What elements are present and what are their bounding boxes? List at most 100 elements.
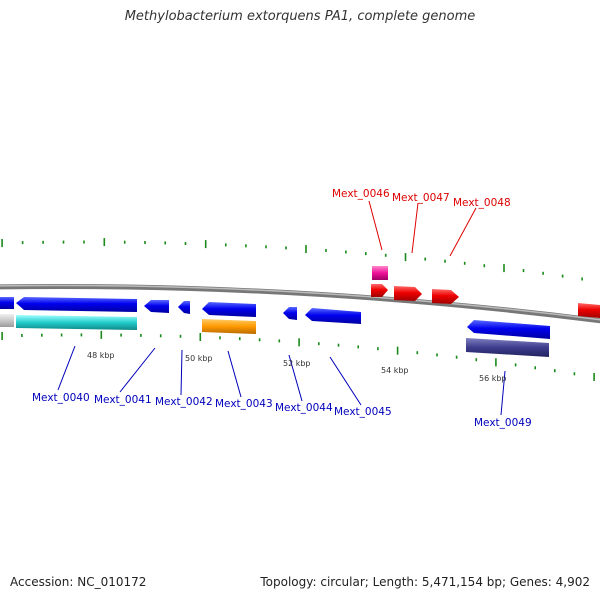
minor-tick bbox=[534, 366, 536, 370]
category-box-mext-0043 bbox=[202, 319, 256, 334]
leader-line-mext-0041 bbox=[119, 347, 156, 393]
scale-labels: 48 kbp 50 kbp 52 kbp 54 kbp 56 kbp bbox=[87, 351, 507, 383]
minor-tick bbox=[258, 338, 261, 342]
leader-line-mext-0047 bbox=[411, 202, 419, 254]
tick-marks-outer bbox=[1, 238, 583, 281]
category-box-mext-0040 bbox=[16, 315, 137, 330]
major-tick bbox=[103, 238, 106, 247]
minor-tick bbox=[573, 372, 576, 376]
minor-tick bbox=[337, 343, 340, 347]
gene-label-mext-0047[interactable]: Mext_0047 bbox=[392, 192, 450, 204]
minor-tick bbox=[581, 277, 583, 281]
major-tick bbox=[305, 245, 307, 254]
minor-tick bbox=[345, 250, 347, 254]
map-title: Methylobacterium extorquens PA1, complet… bbox=[124, 9, 476, 24]
minor-tick bbox=[365, 252, 367, 256]
minor-tick bbox=[41, 333, 43, 337]
tick-marks-inner bbox=[1, 330, 595, 381]
gene-arrow-mext-0047[interactable] bbox=[394, 286, 422, 301]
minor-tick bbox=[265, 245, 267, 249]
minor-tick bbox=[225, 243, 227, 247]
minor-tick bbox=[554, 369, 556, 373]
reverse-strand-genes bbox=[0, 297, 550, 339]
forward-strand-genes bbox=[371, 284, 600, 318]
minor-tick bbox=[455, 355, 458, 359]
leader-line-mext-0043 bbox=[227, 350, 242, 398]
minor-tick bbox=[463, 261, 466, 265]
minor-tick bbox=[144, 241, 146, 244]
leader-line-mext-0049 bbox=[500, 370, 506, 416]
minor-tick bbox=[377, 347, 379, 351]
minor-tick bbox=[542, 271, 544, 275]
gene-arrow-mext-0043[interactable] bbox=[202, 302, 256, 317]
gene-label-mext-0046[interactable]: Mext_0046 bbox=[332, 188, 390, 200]
category-box bbox=[0, 314, 14, 327]
major-tick bbox=[593, 373, 595, 381]
minor-tick bbox=[21, 241, 24, 245]
major-tick bbox=[204, 240, 207, 249]
minor-tick bbox=[384, 253, 387, 257]
major-tick bbox=[298, 338, 300, 347]
minor-tick bbox=[278, 339, 281, 343]
genome-backbone-highlight bbox=[0, 284, 600, 321]
minor-tick bbox=[357, 345, 359, 349]
leader-line-mext-0048 bbox=[449, 207, 477, 257]
gene-label-mext-0041[interactable]: Mext_0041 bbox=[94, 394, 152, 406]
major-tick bbox=[1, 332, 3, 340]
major-tick bbox=[495, 358, 497, 367]
minor-tick bbox=[561, 274, 564, 278]
major-tick bbox=[100, 330, 103, 339]
gene-arrow-mext-0041[interactable] bbox=[144, 300, 169, 313]
gene-label-mext-0049[interactable]: Mext_0049 bbox=[474, 417, 532, 429]
gene-label-mext-0042[interactable]: Mext_0042 bbox=[155, 396, 213, 408]
gene-arrow-mext-0045[interactable] bbox=[305, 308, 361, 324]
leader-line-mext-0042 bbox=[180, 349, 183, 396]
scale-label-48-kbp: 48 kbp bbox=[87, 351, 115, 360]
gene-label-mext-0043[interactable]: Mext_0043 bbox=[215, 398, 273, 410]
gene-arrow-mext-0046[interactable] bbox=[371, 284, 388, 297]
minor-tick bbox=[120, 333, 122, 337]
major-tick bbox=[404, 253, 407, 262]
scale-label-56-kbp: 56 kbp bbox=[479, 374, 507, 383]
minor-tick bbox=[424, 257, 426, 261]
scale-label-54-kbp: 54 kbp bbox=[381, 366, 409, 375]
minor-tick bbox=[514, 363, 517, 367]
leader-line-mext-0046 bbox=[368, 200, 383, 251]
leader-line-mext-0045 bbox=[329, 356, 362, 406]
minor-tick bbox=[60, 333, 63, 337]
genome-backbone bbox=[0, 283, 600, 324]
gene-label-mext-0048[interactable]: Mext_0048 bbox=[453, 197, 511, 209]
minor-tick bbox=[483, 264, 486, 268]
major-tick bbox=[199, 333, 202, 341]
accession-text: Accession: NC_010172 bbox=[10, 575, 147, 589]
gene-label-mext-0040[interactable]: Mext_0040 bbox=[32, 392, 90, 404]
minor-tick bbox=[318, 342, 320, 346]
minor-tick bbox=[21, 334, 23, 337]
category-boxes bbox=[0, 266, 549, 357]
major-tick bbox=[396, 346, 399, 355]
minor-tick bbox=[285, 246, 287, 250]
gene-arrow-mext-0042[interactable] bbox=[178, 301, 190, 314]
gene-label-mext-0045[interactable]: Mext_0045 bbox=[334, 406, 392, 418]
minor-tick bbox=[62, 240, 65, 244]
gene-arrow-mext-0048[interactable] bbox=[432, 289, 459, 304]
gene-arrow-mext-0040[interactable] bbox=[16, 297, 137, 312]
leader-line-mext-0040 bbox=[57, 345, 76, 391]
gene-arrow[interactable] bbox=[578, 303, 600, 318]
gene-arrow-mext-0049[interactable] bbox=[467, 320, 550, 339]
minor-tick bbox=[219, 336, 221, 340]
minor-tick bbox=[83, 240, 85, 244]
gene-arrow-mext-0044[interactable] bbox=[283, 307, 297, 320]
category-box-mext-0046 bbox=[372, 266, 388, 280]
minor-tick bbox=[522, 269, 525, 273]
gene-arrow[interactable] bbox=[0, 297, 14, 309]
minor-tick bbox=[140, 333, 142, 337]
minor-tick bbox=[179, 334, 182, 338]
major-tick bbox=[503, 264, 505, 273]
minor-tick bbox=[80, 333, 83, 337]
gene-labels-bottom: Mext_0040 Mext_0041 Mext_0042 Mext_0043 … bbox=[32, 392, 532, 429]
gene-label-mext-0044[interactable]: Mext_0044 bbox=[275, 402, 333, 414]
minor-tick bbox=[325, 249, 327, 252]
